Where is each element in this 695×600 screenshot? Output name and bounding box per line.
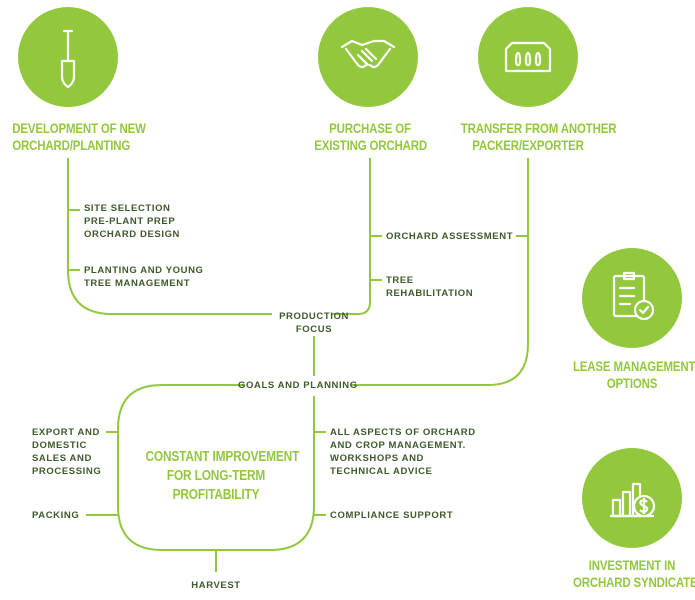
improvement-cycle-loop [117, 384, 315, 551]
shovel-icon [60, 29, 76, 89]
handshake-icon [340, 39, 396, 69]
connector-development [67, 158, 272, 315]
development-node-circle [18, 7, 118, 107]
connector-transfer [350, 158, 529, 386]
investment-node-circle [582, 448, 682, 548]
packing-label: PACKING [32, 510, 80, 521]
goals-planning-label: GOALS AND PLANNING [238, 380, 358, 391]
transfer-node-circle [478, 7, 578, 107]
purchase-node-circle [318, 7, 418, 107]
lease-node-circle [582, 248, 682, 348]
connector-purchase [332, 158, 371, 315]
harvest-label: HARVEST [191, 580, 241, 591]
fruit-crate-icon [504, 41, 552, 73]
orchard-assessment-label: ORCHARD ASSESSMENT [386, 231, 514, 242]
clipboard-check-icon [612, 271, 655, 321]
bar-chart-dollar-icon [610, 482, 656, 518]
compliance-support-label: COMPLIANCE SUPPORT [330, 510, 454, 521]
